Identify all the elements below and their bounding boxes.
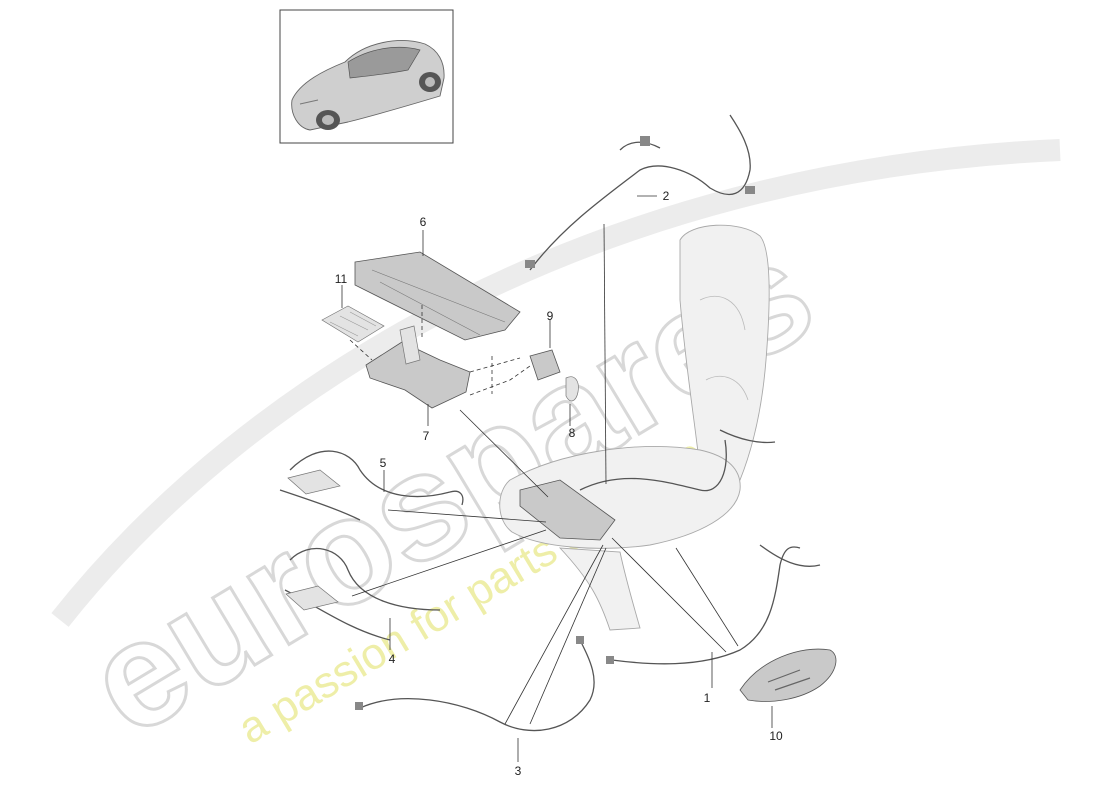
callout-7: 7 xyxy=(423,429,430,443)
callout-8: 8 xyxy=(569,426,576,440)
callout-9: 9 xyxy=(547,309,554,323)
wiring-harness-seat xyxy=(579,429,776,492)
leader-lines xyxy=(341,195,773,762)
seat-base xyxy=(558,547,641,631)
part-9-clip xyxy=(529,349,561,381)
callout-11: 11 xyxy=(335,272,348,286)
part-6-control-unit xyxy=(354,251,521,341)
watermark: eurospares a passion for parts since 198… xyxy=(51,139,1061,769)
part-11-module xyxy=(321,305,385,343)
callout-4: 4 xyxy=(389,652,396,666)
assembly-lines xyxy=(349,305,531,396)
wiring-harness-4 xyxy=(284,547,441,641)
wiring-harness-3 xyxy=(355,636,595,732)
vehicle-thumbnail xyxy=(279,9,454,144)
callout-numbers: 1 2 3 4 5 6 7 8 9 10 11 xyxy=(335,189,783,778)
part-7-bracket xyxy=(365,325,471,409)
part-8-cover xyxy=(565,376,579,402)
wiring-harness-2 xyxy=(525,114,755,271)
seat-backrest xyxy=(679,224,770,481)
part-10-switch-panel xyxy=(739,648,837,702)
wiring-harness-5 xyxy=(279,450,464,521)
callout-1: 1 xyxy=(704,691,711,705)
callout-5: 5 xyxy=(380,456,387,470)
car-thumbnail-icon xyxy=(291,40,445,131)
callout-2: 2 xyxy=(663,189,670,203)
callout-6: 6 xyxy=(420,215,427,229)
callout-3: 3 xyxy=(515,764,522,778)
callout-10: 10 xyxy=(769,729,783,743)
wiring-harness-1 xyxy=(606,544,821,665)
seat-cushion-module xyxy=(519,479,616,541)
